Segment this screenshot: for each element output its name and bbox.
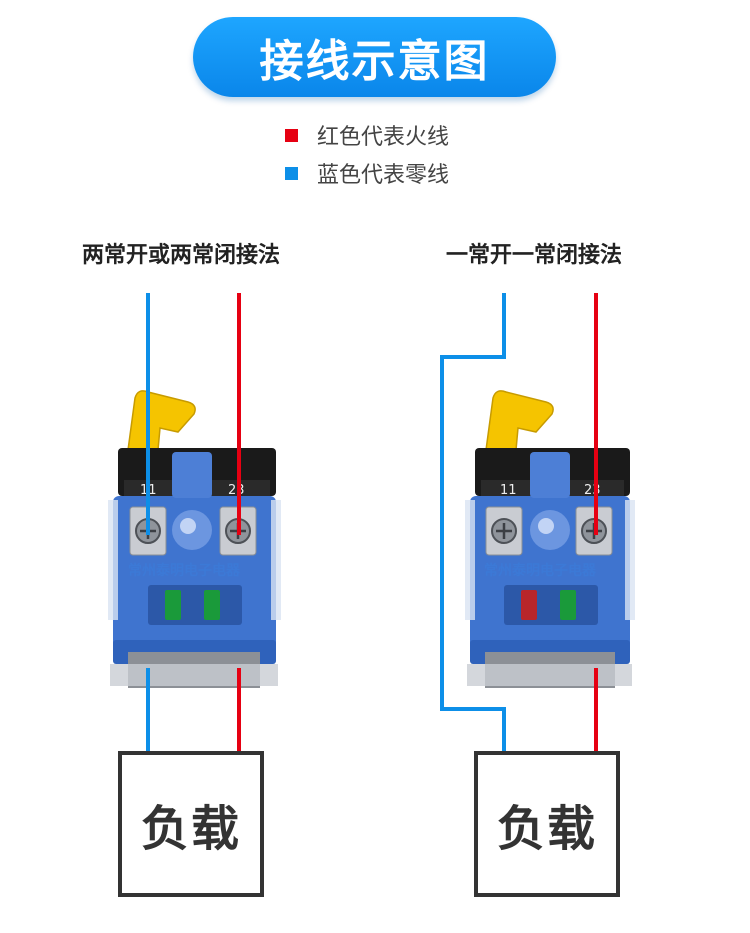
brand-watermark: 常州泰明电子电器 [484,562,597,579]
contact-indicator [521,590,537,620]
red-swatch-icon [285,128,298,142]
contact-indicator [204,590,220,620]
neutral-wire [440,293,506,752]
left-load-box: 负载 [118,751,264,897]
contact-indicator [560,590,576,620]
right-method-title: 一常开一常闭接法 [446,243,623,268]
terminal-label: 23 [228,483,245,498]
legend-item-neutral: 蓝色代表零线 [285,157,449,189]
legend-item-live: 红色代表火线 [285,119,449,151]
contact-indicator [165,590,181,620]
brand-watermark: 常州泰明电子电器 [128,562,241,579]
yellow-clip-icon [485,390,554,451]
load-label: 负载 [496,801,597,857]
terminal-label: 23 [584,483,601,498]
legend-label: 红色代表火线 [317,125,450,150]
yellow-clip-icon [127,390,196,451]
right-switch-block: 11 23 常州泰明电子电器 [465,390,635,688]
left-method-title: 两常开或两常闭接法 [82,243,281,268]
blue-swatch-icon [285,166,298,180]
terminal-label: 11 [500,483,517,498]
title-banner: 接线示意图 [193,17,556,97]
legend-label: 蓝色代表零线 [317,163,450,188]
left-switch-block: 11 23 常州泰明电子电器 [108,390,281,688]
load-label: 负载 [140,801,241,857]
page-title: 接线示意图 [259,36,490,87]
right-load-box: 负载 [474,751,620,897]
